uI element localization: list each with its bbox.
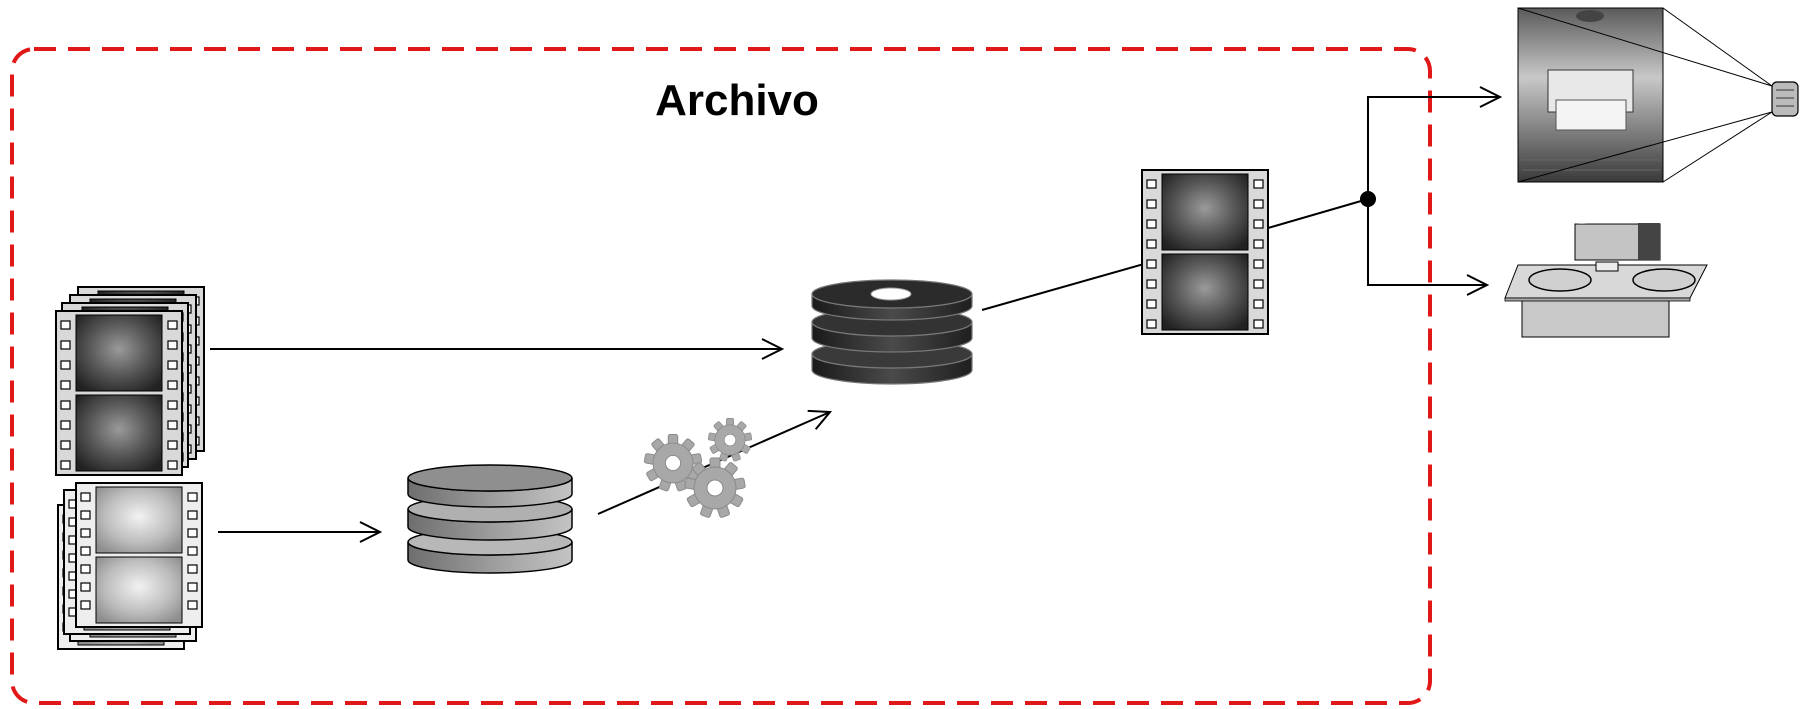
database-icon bbox=[407, 464, 573, 574]
film-reels-stack-negative-icon bbox=[57, 482, 203, 650]
gears-icon bbox=[643, 418, 753, 519]
archive-title: Archivo bbox=[655, 76, 819, 125]
link-output-to-junction bbox=[1267, 198, 1369, 229]
link-master-to-output bbox=[981, 263, 1145, 311]
cinema-projection-icon bbox=[1517, 7, 1799, 183]
video-tape-deck-icon bbox=[1504, 223, 1708, 338]
arrow-to-tape-deck bbox=[1367, 199, 1487, 285]
film-reels-stack-original-icon bbox=[55, 286, 205, 476]
master-database-icon bbox=[811, 279, 973, 385]
arrow-to-cinema bbox=[1367, 97, 1500, 199]
film-strip-output-icon bbox=[1141, 169, 1269, 335]
archive-boundary bbox=[10, 47, 1432, 705]
